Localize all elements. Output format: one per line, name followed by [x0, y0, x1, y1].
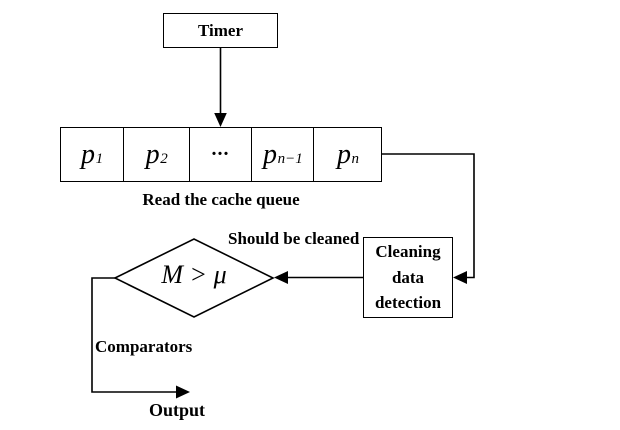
ellipsis-symbol: ... — [211, 138, 230, 160]
arrowhead-left-icon — [274, 271, 288, 284]
should-be-cleaned-label: Should be cleaned — [228, 229, 360, 248]
output-label: Output — [149, 400, 206, 420]
cleaning-box-line: data — [391, 267, 425, 287]
queue-to-cleaning-line — [382, 153, 475, 279]
cell-symbol: p — [336, 138, 351, 170]
timer-label: Timer — [197, 20, 243, 40]
decision-to-output-line — [91, 277, 176, 393]
queue-caption: Read the cache queue — [142, 190, 300, 209]
cell-symbol: p — [263, 138, 278, 170]
cleaning-box-line: detection — [374, 293, 442, 313]
decision-condition: M > μ — [161, 260, 227, 289]
decision-diamond — [113, 238, 275, 318]
arrowhead-right-icon — [176, 385, 190, 399]
comparators-label: Comparators — [95, 337, 193, 356]
queue-cell-ellipsis: ... — [190, 128, 252, 181]
cleaning-box-line: Cleaning — [375, 242, 441, 262]
cleaning-data-detection-box: Cleaning data detection — [363, 237, 453, 318]
cell-symbol: p — [145, 138, 160, 170]
arrowhead-left-icon — [453, 271, 467, 284]
arrowhead-down-icon — [214, 113, 227, 127]
timer-box: Timer — [163, 13, 278, 48]
cell-symbol: p — [81, 138, 96, 170]
